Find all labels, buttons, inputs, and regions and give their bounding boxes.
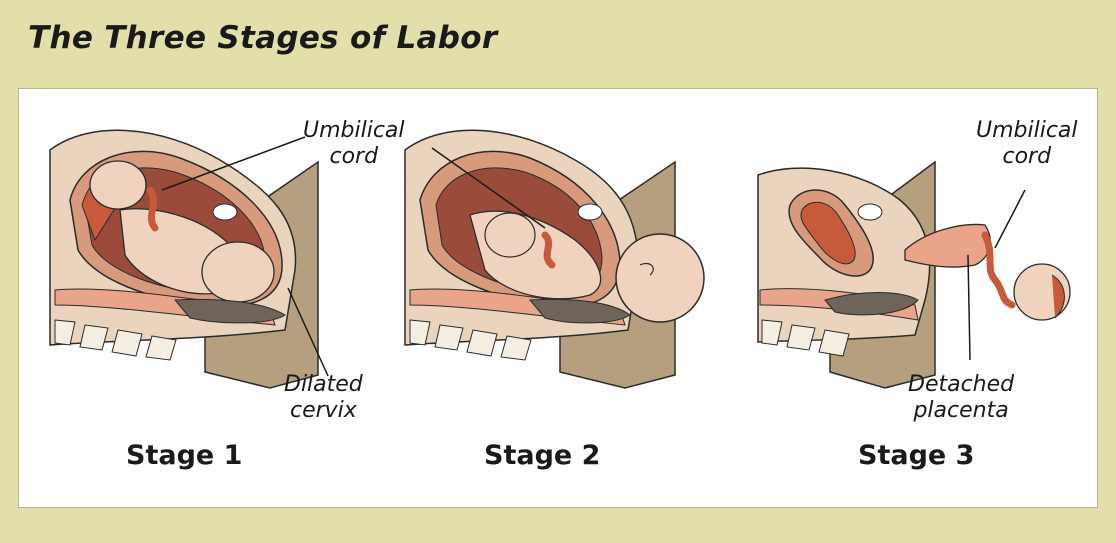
label-line: Umbilical (303, 118, 405, 143)
label-line: cervix (289, 398, 357, 423)
stage-3-placenta-label: Detached placenta (908, 372, 1014, 424)
label-line: Detached (908, 372, 1015, 397)
stage-1-cervix-label: Dilated cervix (284, 372, 363, 424)
stage-2-label: Stage 2 (484, 440, 601, 471)
stage-2-illustration (404, 129, 705, 389)
stage-3-cord-label: Umbilical cord (976, 118, 1078, 170)
label-line: cord (1002, 144, 1052, 169)
label-line: Umbilical (976, 118, 1078, 143)
stage-1-cord-label: Umbilical cord (303, 118, 405, 170)
stage-3-label: Stage 3 (858, 440, 975, 471)
page-title: The Three Stages of Labor (28, 20, 498, 56)
stage-3-illustration (757, 160, 1071, 389)
stage-1-label: Stage 1 (126, 440, 243, 471)
label-line: cord (329, 144, 379, 169)
label-line: Dilated (284, 372, 363, 397)
stage-1-illustration (49, 129, 329, 389)
label-line: placenta (913, 398, 1009, 423)
